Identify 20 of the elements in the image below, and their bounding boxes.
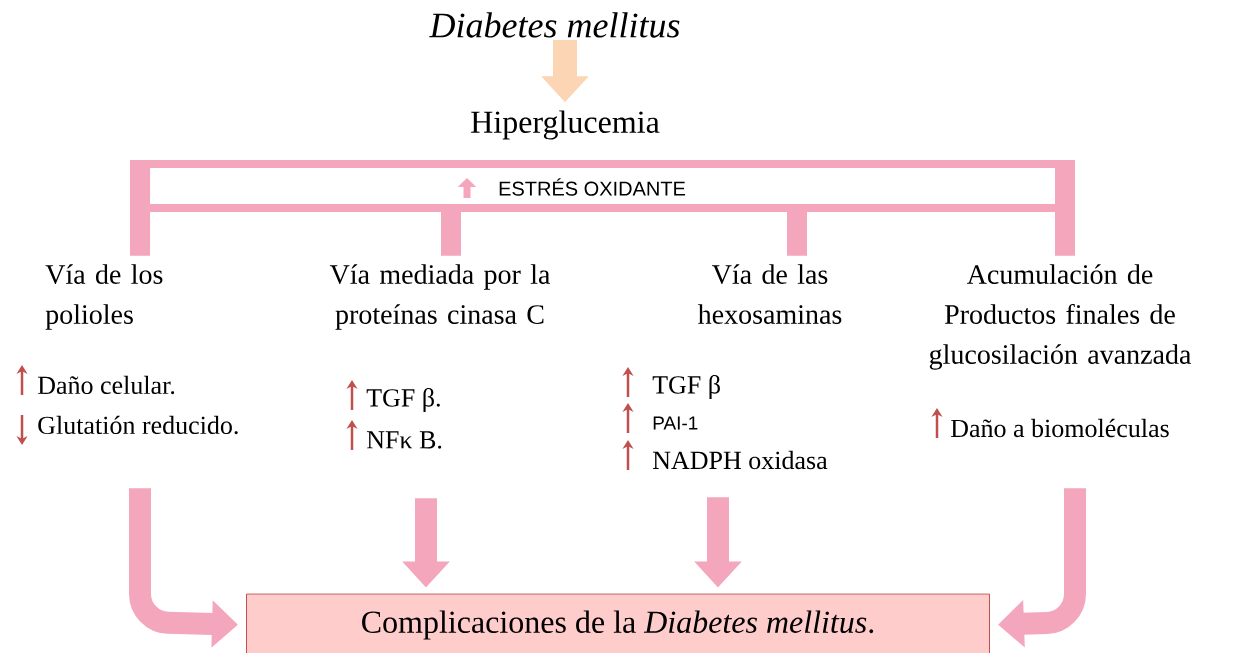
pathway-heading: Vía de los polioles xyxy=(45,264,163,330)
connector-line xyxy=(130,160,150,256)
title-text: Diabetes mellitus xyxy=(429,12,680,38)
connector-line xyxy=(441,212,461,256)
pathway-heading: Acumulación de Productos finales de glucosilación avanzada xyxy=(929,264,1192,370)
list-item: TGF β xyxy=(652,375,720,399)
stress-box: ESTRÉS OXIDANTE xyxy=(135,160,1069,212)
list-item: Glutatión reducido. xyxy=(38,415,238,435)
list-item: PAI-1 xyxy=(653,416,698,430)
stage-text: Hiperglucemia xyxy=(471,110,660,140)
list-item: NFκ B. xyxy=(366,431,442,449)
pathway-heading: Vía de las hexosaminas xyxy=(697,264,842,324)
list-item: NADPH oxidasa xyxy=(652,450,828,470)
list-item: Daño a biomoléculas xyxy=(950,418,1169,438)
list-item: Daño celular. xyxy=(37,375,175,395)
pathway-heading: Vía mediada por la proteínas cinasa C xyxy=(329,264,551,330)
result-box: Complicaciones de la Diabetes mellitus. xyxy=(246,593,990,653)
list-item: TGF β. xyxy=(366,388,440,412)
connector-line xyxy=(1055,160,1075,256)
connector-line xyxy=(787,212,807,256)
